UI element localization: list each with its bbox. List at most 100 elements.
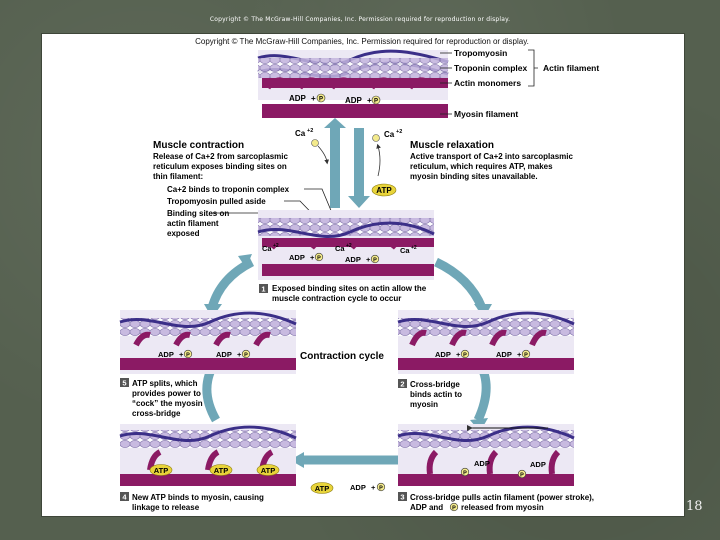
adp-label: ADP <box>435 350 451 359</box>
step5-caption: cross-bridge <box>132 409 181 418</box>
adp-label: ADP <box>158 350 174 359</box>
adp-label: ADP <box>474 459 490 468</box>
step-number: 4 <box>122 493 127 502</box>
p-label: P <box>452 506 456 512</box>
step3-caption: released from myosin <box>461 503 544 512</box>
atp-label: ATP <box>315 484 329 493</box>
plus-label: + <box>310 253 315 262</box>
ca-label: Ca <box>295 129 306 138</box>
contraction-title: Muscle contraction <box>153 140 244 151</box>
troponin-label: Troponin complex <box>454 63 527 73</box>
atp-label: ATP <box>261 466 275 475</box>
actin-filament-label: Actin filament <box>543 63 599 73</box>
contraction-bullet: Tropomyosin pulled aside <box>167 197 266 206</box>
slide-number: 18 <box>686 499 703 514</box>
contraction-bullet: exposed <box>167 229 200 238</box>
contraction-cycle-label: Contraction cycle <box>300 351 384 362</box>
adp-label: ADP <box>350 483 366 492</box>
muscle-contraction-diagram: Copyright © The McGraw-Hill Companies, I… <box>119 37 599 512</box>
p-label: P <box>319 97 323 103</box>
p-label: P <box>186 353 190 359</box>
relaxation-title: Muscle relaxation <box>410 140 494 151</box>
step5-caption: provides power to <box>132 389 201 398</box>
atp-icon <box>256 464 280 476</box>
adp-label: ADP <box>530 460 546 469</box>
plus-label: + <box>366 255 371 264</box>
step-number: 5 <box>122 379 126 388</box>
contraction-body-line: reticulum exposes binding sites on <box>153 162 287 171</box>
plus-label: + <box>371 483 376 492</box>
relaxation-body-line: Active transport of Ca+2 into sarcoplasm… <box>410 152 573 161</box>
tropomyosin-label: Tropomyosin <box>454 48 507 58</box>
actin-monomers-label: Actin monomers <box>454 78 521 88</box>
step2-caption: binds actin to <box>410 390 462 399</box>
contraction-body-line: thin filament: <box>153 172 203 181</box>
adp-label: ADP <box>496 350 512 359</box>
ca-label: Ca <box>384 130 395 139</box>
plus-label: + <box>367 96 372 105</box>
step2-caption: Cross-bridge <box>410 380 460 389</box>
phosphate-icon <box>449 502 459 512</box>
atp-icon <box>310 482 334 494</box>
myosin-filament-label: Myosin filament <box>454 109 518 119</box>
ca-sup: +2 <box>307 128 313 134</box>
ca-sup: +2 <box>396 129 402 135</box>
p-label: P <box>463 353 467 359</box>
phosphate-icon <box>183 349 193 359</box>
ca-label: Ca <box>400 246 410 255</box>
step1-caption: Exposed binding sites on actin allow the <box>272 284 427 293</box>
step-number-box <box>259 284 268 293</box>
panel-copyright: Copyright © The McGraw-Hill Companies, I… <box>195 37 529 46</box>
step4-caption: linkage to release <box>132 503 200 512</box>
plus-label: + <box>237 350 242 359</box>
step-number: 1 <box>261 285 265 294</box>
phosphate-icon <box>316 93 326 103</box>
p-label: P <box>524 353 528 359</box>
ca-sup: +2 <box>411 245 417 251</box>
p-label: P <box>244 353 248 359</box>
calcium-ion-icon <box>311 139 319 147</box>
atp-label: ATP <box>214 466 228 475</box>
ca-label: Ca <box>335 244 345 253</box>
contraction-bullet: Ca+2 binds to troponin complex <box>167 185 290 194</box>
atp-label: ATP <box>376 186 392 195</box>
step5-caption: ATP splits, which <box>132 379 198 388</box>
filament-step5 <box>119 310 297 374</box>
adp-label: ADP <box>289 253 305 262</box>
ca-sup: +2 <box>346 243 352 249</box>
phosphate-icon <box>241 349 251 359</box>
relaxation-body-line: reticulum, which requires ATP, makes <box>410 162 553 171</box>
leader-lines <box>440 49 538 115</box>
plus-label: + <box>311 94 316 103</box>
contraction-bullet: actin filament <box>167 219 219 228</box>
p-label: P <box>373 258 377 264</box>
contraction-bullet: Binding sites on <box>167 209 229 218</box>
step-number-box <box>120 378 129 387</box>
step-number-box <box>120 492 129 501</box>
figure-panel: Copyright © The McGraw-Hill Companies, I… <box>42 34 684 516</box>
contraction-body-line: Release of Ca+2 from sarcoplasmic <box>153 152 289 161</box>
filament-step2 <box>397 310 575 374</box>
phosphate-icon <box>521 349 531 359</box>
step-number-box <box>398 379 407 388</box>
p-label: P <box>379 486 383 492</box>
step3-caption: ADP and <box>410 503 443 512</box>
filament-step4 <box>119 424 297 486</box>
plus-label: + <box>456 350 461 359</box>
p-label: P <box>463 471 467 477</box>
phosphate-icon <box>370 254 380 264</box>
phosphate-icon <box>460 467 470 477</box>
ca-sup: +2 <box>273 243 279 249</box>
relaxation-body-line: myosin binding sites unavailable. <box>410 172 538 181</box>
step-number: 3 <box>400 493 404 502</box>
adp-label: ADP <box>345 96 363 105</box>
step5-caption: “cock” the myosin <box>132 399 203 408</box>
atp-icon <box>371 183 397 197</box>
step3-caption: Cross-bridge pulls actin filament (power… <box>410 493 594 502</box>
p-label: P <box>520 473 524 479</box>
adp-label: ADP <box>289 94 307 103</box>
step-number: 2 <box>400 380 404 389</box>
p-label: P <box>317 256 321 262</box>
copyright-notice: Copyright © The McGraw-Hill Companies, I… <box>209 16 511 23</box>
filament-step1 <box>257 210 435 280</box>
